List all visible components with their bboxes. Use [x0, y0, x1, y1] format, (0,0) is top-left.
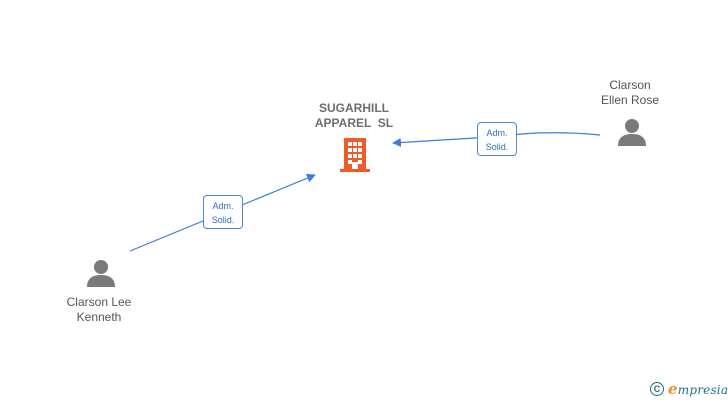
footer-brand: C empresia — [650, 379, 728, 399]
person-name-line1: Clarson — [609, 78, 651, 92]
person-name-line2: Ellen Rose — [600, 93, 660, 107]
person-icon[interactable] — [86, 259, 116, 287]
building-icon[interactable] — [338, 137, 372, 173]
role-badge-lee-kenneth[interactable]: Adm. Solid. — [203, 195, 243, 229]
person-name-line2: Kenneth — [76, 310, 122, 324]
role-badge-ellen-rose[interactable]: Adm. Solid. — [477, 122, 517, 156]
copyright-icon: C — [650, 382, 664, 396]
person-name-ellen-rose[interactable]: Clarson Ellen Rose — [580, 78, 680, 108]
role-badge-line2: Solid. — [211, 215, 235, 225]
person-name-line1: Clarson Lee — [66, 295, 132, 309]
company-name[interactable]: SUGARHILL APPAREL SL — [294, 101, 414, 131]
role-badge-line1: Adm. — [212, 201, 234, 211]
company-name-line2: APPAREL SL — [314, 116, 394, 130]
person-name-lee-kenneth[interactable]: Clarson Lee Kenneth — [49, 295, 149, 325]
brand-first-letter: e — [668, 380, 678, 398]
company-name-line1: SUGARHILL — [319, 101, 389, 115]
brand-rest: mpresia — [677, 383, 728, 397]
brand-logo: empresia — [668, 380, 728, 398]
role-badge-line2: Solid. — [485, 142, 509, 152]
person-icon[interactable] — [617, 118, 647, 146]
role-badge-line1: Adm. — [486, 128, 508, 138]
